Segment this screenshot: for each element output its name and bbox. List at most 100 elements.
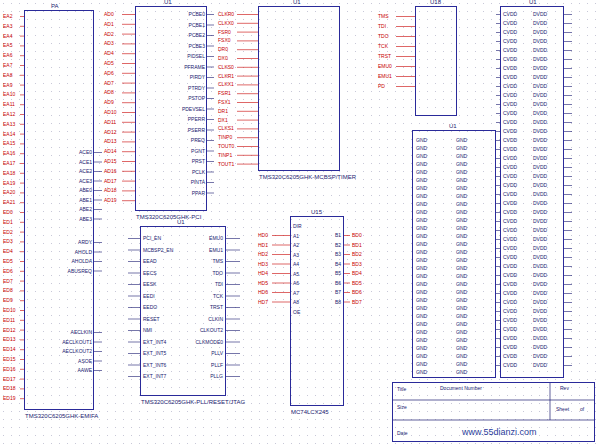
pin-label: DVDD: [533, 84, 547, 89]
pin-label: EXT_INT7: [143, 374, 166, 379]
pin-label: CVDD: [503, 147, 517, 152]
pin-label: HD7: [258, 300, 268, 305]
pin-label: EEAD: [143, 259, 157, 264]
pin-label: TCK: [378, 44, 388, 49]
wire: [128, 376, 140, 377]
pin-label: CVDD: [503, 201, 517, 206]
pin-label: PCBE0: [189, 12, 205, 17]
wire: [207, 35, 214, 36]
pin-label: B7: [335, 290, 341, 295]
pin-label: DVDD: [533, 183, 547, 188]
pin-label: EEDI: [143, 294, 155, 299]
pin-label: ED2: [3, 230, 13, 235]
pin-label: AECLKOUT2: [62, 349, 92, 354]
pin-label: GND: [456, 218, 467, 223]
wire: [564, 185, 572, 186]
wire: [207, 182, 214, 183]
pin-label: NMI: [143, 328, 152, 333]
pin-label: GND: [416, 178, 427, 183]
pin-label: PLLV: [211, 351, 223, 356]
pin-label: EA2: [3, 14, 12, 19]
pin-label: AD10: [104, 110, 117, 115]
pin-label: GND: [456, 362, 467, 367]
pin-label: ED15: [3, 357, 16, 362]
pin-label: CLKIN: [208, 317, 223, 322]
pin-label: DVDD: [533, 138, 547, 143]
part-name: U1: [293, 0, 301, 5]
wire: [122, 112, 135, 113]
wire: [564, 140, 572, 141]
pin-label: ED13: [3, 337, 16, 342]
pin-label: CVDD: [503, 318, 517, 323]
wire: [564, 23, 572, 24]
pin-label: GND: [456, 290, 467, 295]
pin-label: DVDD: [533, 363, 547, 368]
wire: [226, 238, 240, 239]
pin-label: HD2: [258, 252, 268, 257]
pin-label: GND: [416, 210, 427, 215]
pin-label: EA10: [3, 92, 15, 97]
pin-label: A1: [293, 234, 299, 239]
wire: [94, 342, 102, 343]
pin-label: AD16: [104, 169, 117, 174]
pin-label: A5: [293, 272, 299, 277]
pin-label: HD4: [258, 271, 268, 276]
pin-label: GND: [416, 298, 427, 303]
wire: [207, 98, 214, 99]
pin-label: ACE3: [79, 179, 92, 184]
wire: [122, 122, 135, 123]
pin-label: of: [580, 407, 584, 412]
wire: [207, 172, 214, 173]
wire: [207, 109, 214, 110]
pin-label: GND: [456, 242, 467, 247]
wire: [237, 128, 258, 129]
wire: [272, 264, 290, 265]
wire: [344, 283, 350, 284]
pin-label: BD3: [352, 262, 362, 267]
pin-label: TINP0: [218, 135, 232, 140]
pin-label: DVDD: [533, 174, 547, 179]
pin-label: AD1: [104, 22, 114, 27]
pin-label: FSR1: [218, 91, 231, 96]
pin-label: FSX1: [218, 100, 231, 105]
pin-label: GND: [416, 146, 427, 151]
pin-label: GND: [456, 354, 467, 359]
wire: [237, 76, 258, 77]
pin-label: DVDD: [533, 219, 547, 224]
pin-label: GND: [456, 370, 467, 375]
wire: [564, 212, 572, 213]
pin-label: CVDD: [503, 345, 517, 350]
pin-label: DVDD: [533, 165, 547, 170]
pin-label: CVDD: [503, 219, 517, 224]
pin-label: GND: [416, 186, 427, 191]
pin-label: CLKS0: [218, 65, 234, 70]
pin-label: DVDD: [533, 300, 547, 305]
pin-label: GND: [416, 362, 427, 367]
pin-label: Rev: [560, 386, 569, 391]
part-name: U1: [529, 0, 537, 5]
pin-label: CVDD: [503, 84, 517, 89]
wire: [237, 67, 258, 68]
pin-label: DVDD: [533, 30, 547, 35]
pin-label: AD13: [104, 139, 117, 144]
pin-label: EXT_INT6: [143, 363, 166, 368]
pin-label: AD5: [104, 61, 114, 66]
wire: [207, 56, 214, 57]
pin-label: DVDD: [533, 273, 547, 278]
pin-label: PINTA: [191, 180, 205, 185]
pin-label: DVDD: [533, 264, 547, 269]
pin-label: GND: [416, 250, 427, 255]
wire: [237, 84, 258, 85]
pin-label: CVDD: [503, 39, 517, 44]
pin-label: CVDD: [503, 309, 517, 314]
part-caption: MC74LCX245: [291, 409, 329, 415]
pin-label: DVDD: [533, 354, 547, 359]
wire: [564, 356, 572, 357]
pin-label: EA5: [3, 43, 12, 48]
pin-label: CVDD: [503, 273, 517, 278]
pin-label: DVDD: [533, 228, 547, 233]
pin-label: A3: [293, 253, 299, 258]
pin-label: PREQ: [191, 138, 205, 143]
part-name: U1: [177, 219, 185, 225]
pin-label: AD6: [104, 71, 114, 76]
